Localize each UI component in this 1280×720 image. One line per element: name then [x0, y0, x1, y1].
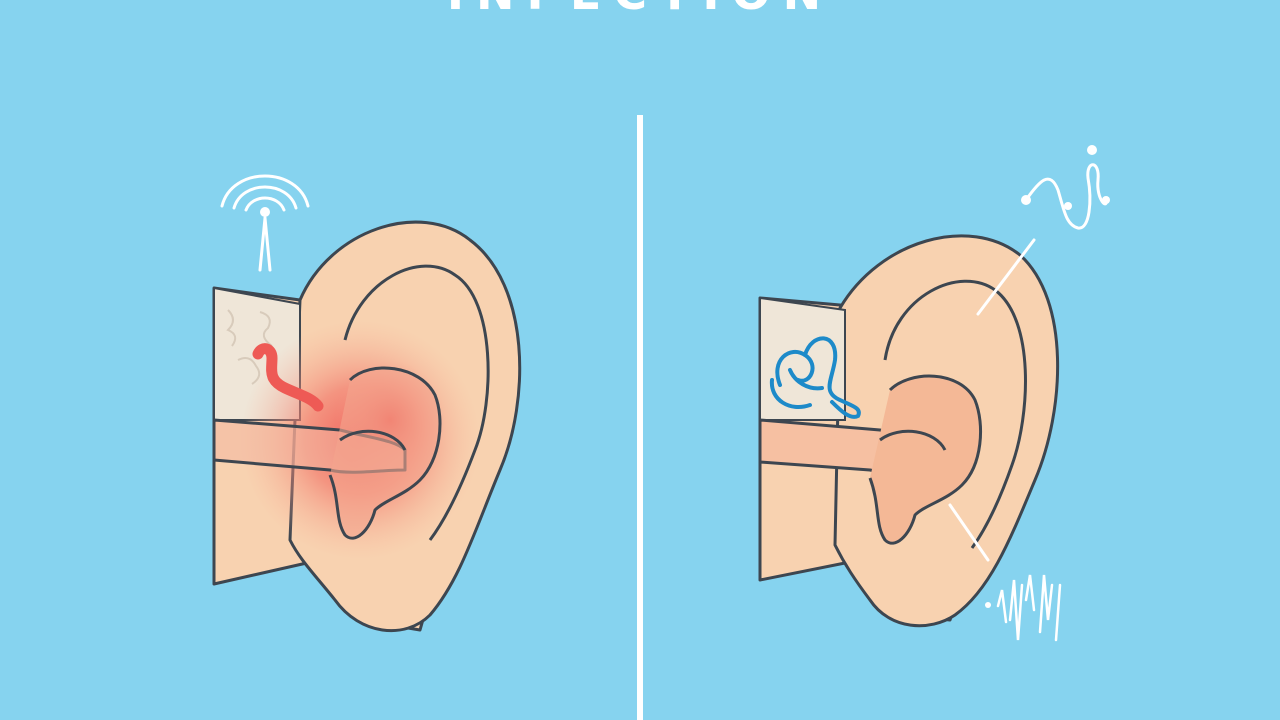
- right-concha: [868, 374, 983, 545]
- infected-ear-panel: [212, 174, 522, 633]
- healthy-ear-panel: [758, 145, 1110, 642]
- pointer-line-bottom: [948, 503, 990, 562]
- left-concha: [328, 366, 442, 540]
- signal-icon: [220, 174, 310, 272]
- sound-bars-icon: [985, 574, 1062, 642]
- page-title: INFECTION: [0, 0, 1280, 20]
- cochlea-icon: [769, 336, 861, 419]
- pointer-line-top: [976, 238, 1036, 316]
- left-helix-inner: [343, 264, 490, 541]
- right-section-block: [759, 296, 846, 421]
- right-helix-inner: [883, 279, 1027, 549]
- sound-wave-icon: [1021, 145, 1110, 230]
- infection-mark: [252, 343, 324, 412]
